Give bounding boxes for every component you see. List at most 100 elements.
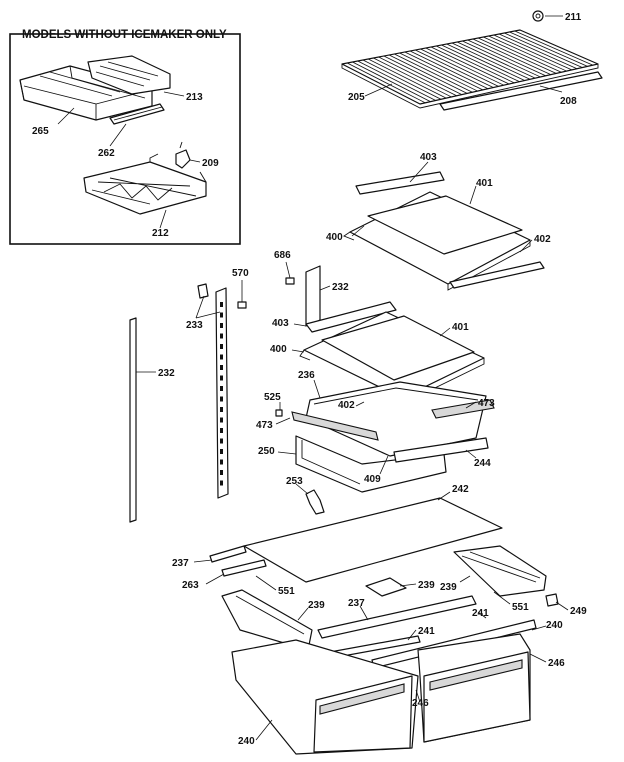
shelf-wire <box>378 56 457 97</box>
rail-slot <box>220 480 223 486</box>
rail-slot <box>220 333 223 339</box>
label-237-mid: 237 <box>348 598 365 609</box>
label-402-b: 402 <box>338 400 355 411</box>
label-551-left: 551 <box>278 586 295 597</box>
glass-401-a <box>367 195 523 255</box>
label-473-right: 473 <box>478 398 495 409</box>
rail-403-b <box>305 301 397 333</box>
label-473-left: 473 <box>256 420 273 431</box>
label-246-mid: 246 <box>412 698 429 709</box>
label-241-mid: 241 <box>418 626 435 637</box>
label-236: 236 <box>298 370 315 381</box>
shelf-wire <box>430 46 510 85</box>
leader-lines <box>57 15 569 741</box>
label-239-mid: 239 <box>418 580 435 591</box>
crisper-240-right <box>417 633 531 743</box>
shelf-wire <box>409 50 489 90</box>
shelf-wire <box>367 58 447 99</box>
shelf-wire <box>457 41 536 79</box>
rail-403-a <box>355 171 445 195</box>
shelf-wire <box>373 57 452 98</box>
label-400-b: 400 <box>270 344 287 355</box>
label-242: 242 <box>452 484 469 495</box>
label-213: 213 <box>186 92 203 103</box>
shelf-wire <box>399 52 478 92</box>
label-240-right: 240 <box>546 620 563 631</box>
rail-slot <box>220 354 223 360</box>
clip-233 <box>197 283 209 299</box>
cover-250 <box>295 435 447 493</box>
shelf-wire <box>472 38 552 75</box>
shelf-wire <box>425 47 504 86</box>
shelf-wire <box>477 37 557 74</box>
clip-253 <box>305 489 325 515</box>
support-212 <box>83 153 207 215</box>
shelf-wire <box>467 39 546 77</box>
label-401-b: 401 <box>452 322 469 333</box>
label-241-right: 241 <box>472 608 489 619</box>
shelf-wire <box>362 59 442 100</box>
label-211: 211 <box>565 12 582 23</box>
label-205: 205 <box>348 92 365 103</box>
label-212: 212 <box>152 228 169 239</box>
rail-slot <box>220 365 223 370</box>
trim-402-a <box>449 261 545 289</box>
rail-slot <box>220 344 223 349</box>
rail-244 <box>393 437 489 463</box>
label-232-left: 232 <box>158 368 175 379</box>
shelf-wire <box>388 54 468 94</box>
label-239-left: 239 <box>308 600 325 611</box>
label-402-a: 402 <box>534 234 551 245</box>
shelf-assembly-2 <box>299 265 485 405</box>
shelf-wire <box>514 30 593 66</box>
shelf-wire <box>347 62 426 104</box>
rail-slot <box>220 407 223 412</box>
rail-slot <box>220 417 223 423</box>
frame-right <box>453 545 547 597</box>
shelf-wire <box>436 45 515 84</box>
label-249: 249 <box>570 606 587 617</box>
label-246-right: 246 <box>548 658 565 669</box>
shelf-wire <box>451 42 531 80</box>
shelf-wire <box>483 36 562 73</box>
label-208: 208 <box>560 96 577 107</box>
clip-249 <box>545 593 559 607</box>
rail-slot <box>220 449 223 454</box>
rail-slot <box>220 302 223 307</box>
shelf-wire <box>504 32 583 68</box>
trim-208 <box>439 71 603 111</box>
glass-242 <box>243 497 503 583</box>
rail-slot <box>220 386 223 391</box>
meat-pan-assembly <box>291 381 495 493</box>
wire-shelf-205 <box>341 29 599 109</box>
label-403-b: 403 <box>272 318 289 329</box>
shelf-wire <box>404 51 483 91</box>
part-labels: 211 205 208 213 265 262 209 212 403 401 … <box>32 12 587 747</box>
rail-slot <box>220 428 223 433</box>
shelf-wire <box>488 35 567 72</box>
shelf-wire <box>462 40 541 78</box>
label-401-a: 401 <box>476 178 493 189</box>
label-551-right: 551 <box>512 602 529 613</box>
screw-686 <box>285 277 295 285</box>
shelf-wire <box>352 61 431 103</box>
inset-title: MODELS WITHOUT ICEMAKER ONLY <box>22 29 227 41</box>
label-265: 265 <box>32 126 49 137</box>
rail-262 <box>109 103 165 125</box>
rail-237-a <box>209 545 247 563</box>
rail-slot <box>220 438 223 444</box>
label-403-a: 403 <box>420 152 437 163</box>
shelf-wire <box>498 33 578 70</box>
frame-239-c <box>221 589 313 651</box>
bracket-232-b <box>305 265 321 327</box>
shelf-wire <box>493 34 572 71</box>
rail-233 <box>215 287 229 499</box>
rail-263 <box>221 559 267 577</box>
ice-auger-213 <box>87 55 171 95</box>
rail-slot <box>220 375 223 381</box>
shelf-assembly-1 <box>343 171 545 291</box>
inset-box: MODELS WITHOUT ICEMAKER ONLY <box>9 29 241 245</box>
label-237-left: 237 <box>172 558 189 569</box>
bracket-239-b <box>365 577 407 597</box>
